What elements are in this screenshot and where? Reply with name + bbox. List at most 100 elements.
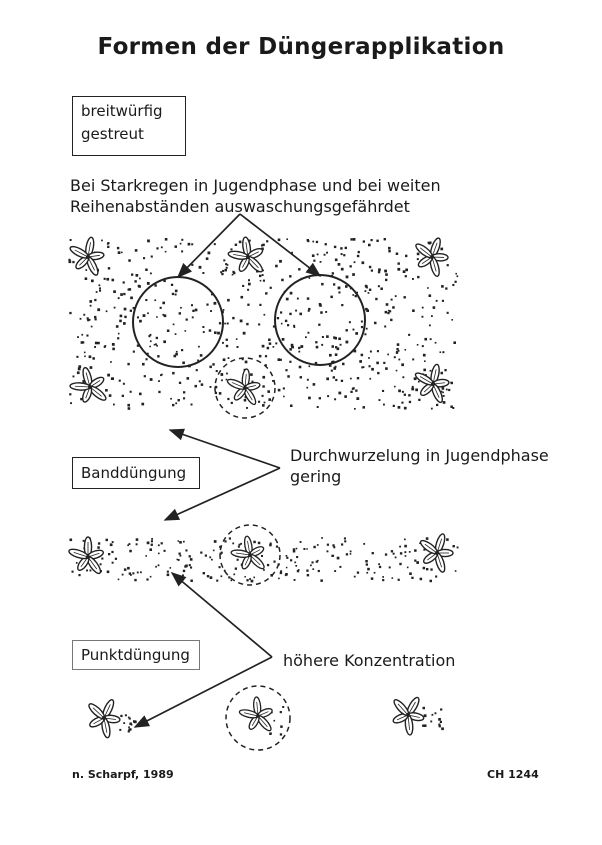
granule: [89, 304, 92, 307]
granule: [143, 375, 146, 378]
granule: [213, 301, 217, 305]
granule: [174, 333, 177, 335]
granule: [191, 304, 193, 307]
granule: [396, 348, 399, 351]
granule: [285, 369, 288, 372]
granule: [404, 275, 407, 278]
granule: [423, 714, 427, 718]
granule: [94, 346, 96, 348]
granule: [295, 565, 298, 567]
granule: [325, 311, 328, 313]
granule: [127, 730, 130, 733]
granule: [279, 358, 282, 361]
granule: [159, 306, 162, 309]
granule: [323, 253, 326, 256]
granule: [299, 312, 302, 316]
granule: [89, 366, 93, 369]
arrow-band-lower: [163, 467, 281, 521]
granule: [185, 318, 188, 321]
granule: [349, 553, 352, 555]
granule: [448, 388, 451, 392]
granule: [371, 552, 374, 555]
granule: [163, 340, 166, 344]
granule: [99, 289, 102, 292]
granule: [202, 272, 205, 274]
granule: [213, 540, 217, 543]
granule: [365, 286, 368, 289]
granule: [189, 558, 193, 561]
granule: [132, 307, 135, 310]
arrow-point-lower: [133, 656, 273, 728]
granule: [72, 260, 75, 264]
granule: [164, 250, 167, 253]
granule: [334, 398, 337, 401]
granule: [149, 333, 152, 336]
granule: [275, 545, 279, 548]
granule: [111, 343, 115, 346]
granule: [182, 574, 184, 577]
granule: [246, 322, 249, 326]
granule: [227, 397, 230, 401]
granule: [195, 369, 198, 372]
granule: [106, 277, 110, 281]
granule: [230, 579, 233, 582]
granule: [230, 401, 233, 404]
note-point: höhere Konzentration: [283, 651, 456, 670]
granule: [155, 565, 157, 568]
granule: [139, 392, 142, 396]
granule: [289, 360, 292, 363]
granule: [419, 577, 423, 581]
granule: [117, 297, 120, 300]
granule: [289, 348, 292, 351]
granule: [360, 326, 364, 329]
granule: [396, 343, 400, 346]
granule: [434, 712, 437, 715]
granule: [442, 401, 446, 404]
granule: [353, 261, 356, 264]
granule: [127, 407, 131, 410]
granule: [235, 338, 238, 340]
granule: [95, 291, 98, 293]
granule: [224, 322, 226, 325]
granule: [214, 331, 217, 334]
granule: [266, 346, 270, 350]
granule: [160, 246, 163, 249]
granule: [266, 240, 269, 243]
granule: [183, 540, 185, 543]
granule: [270, 732, 272, 735]
granule: [272, 346, 275, 348]
granule: [208, 329, 212, 332]
granule: [236, 558, 239, 561]
granule: [129, 722, 132, 725]
granule: [307, 331, 310, 334]
granule: [419, 542, 421, 544]
granule: [369, 377, 372, 380]
granule: [268, 338, 271, 341]
granule: [84, 277, 88, 280]
granule: [170, 397, 172, 400]
granule: [394, 385, 396, 388]
granule: [248, 239, 251, 242]
granule: [313, 545, 316, 549]
granule: [257, 541, 261, 545]
granule: [385, 278, 388, 282]
granule: [418, 380, 420, 383]
granule: [200, 383, 204, 386]
granule: [296, 297, 299, 300]
granule: [333, 283, 336, 286]
granule: [429, 338, 432, 341]
granule: [368, 243, 371, 247]
granule: [454, 280, 457, 283]
granule: [272, 325, 276, 328]
granule: [311, 254, 315, 257]
granule: [216, 579, 219, 582]
granule: [225, 338, 228, 341]
granule: [120, 714, 123, 718]
arrow-band-upper: [168, 428, 281, 469]
granule: [435, 299, 438, 302]
granule: [262, 404, 265, 407]
granule: [222, 341, 224, 344]
granule: [92, 357, 95, 360]
granule: [285, 297, 289, 301]
granule: [286, 238, 288, 240]
